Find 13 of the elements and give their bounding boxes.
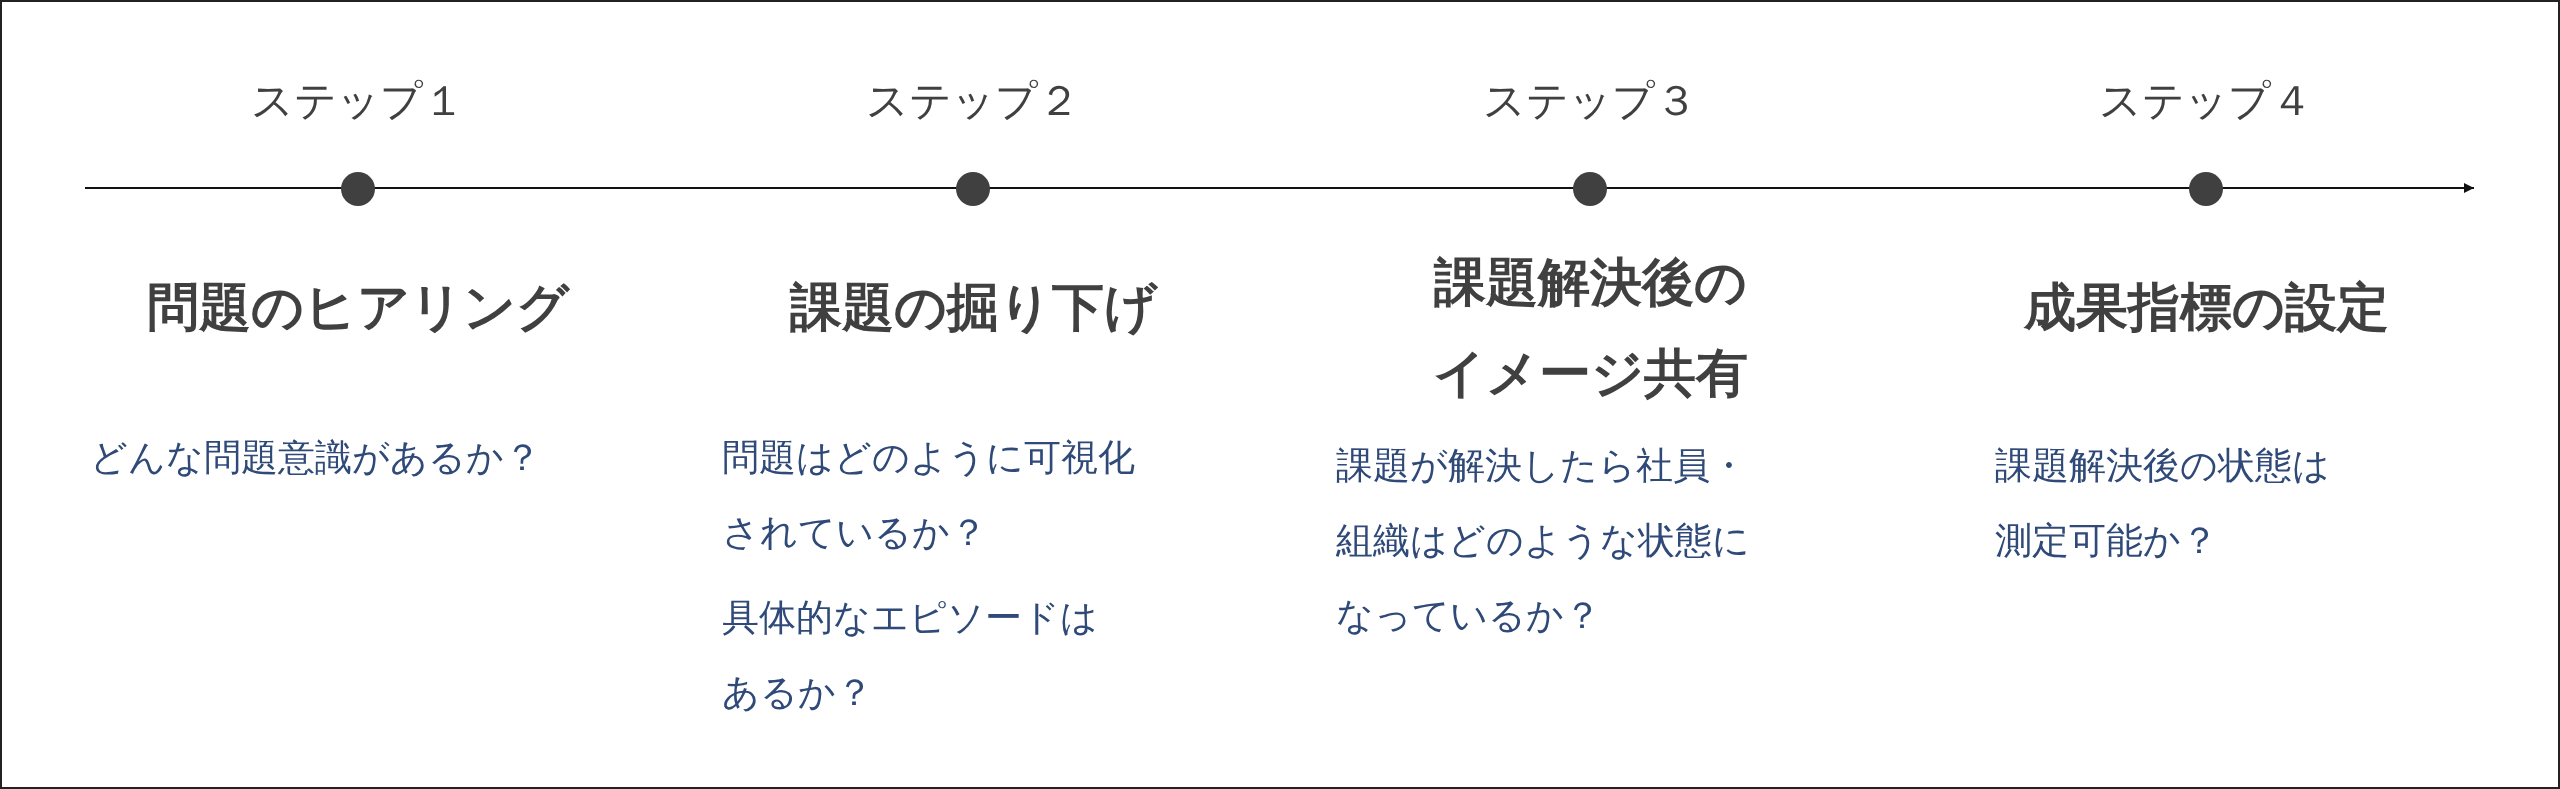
step-heading: 問題のヒアリング: [147, 276, 569, 339]
step-heading: 課題解決後のイメージ共有: [1431, 251, 1749, 405]
step-heading: 課題の掘り下げ: [789, 276, 1157, 339]
question-text: 課題が解決したら社員・組織はどのような状態になっているか？: [1336, 443, 1751, 639]
question-text: 課題解決後の状態は測定可能か？: [1995, 443, 2331, 564]
question-text: 問題はどのように可視化されているか？: [722, 435, 1136, 556]
step-label: ステップ３: [1483, 76, 1697, 127]
question-text: どんな問題意識があるか？: [90, 435, 541, 481]
step-heading: 成果指標の設定: [2023, 276, 2389, 339]
step-label: ステップ１: [251, 76, 465, 127]
question-text: 具体的なエピソードはあるか？: [722, 595, 1099, 716]
step-label: ステップ４: [2099, 76, 2313, 127]
step-label: ステップ２: [866, 76, 1080, 127]
